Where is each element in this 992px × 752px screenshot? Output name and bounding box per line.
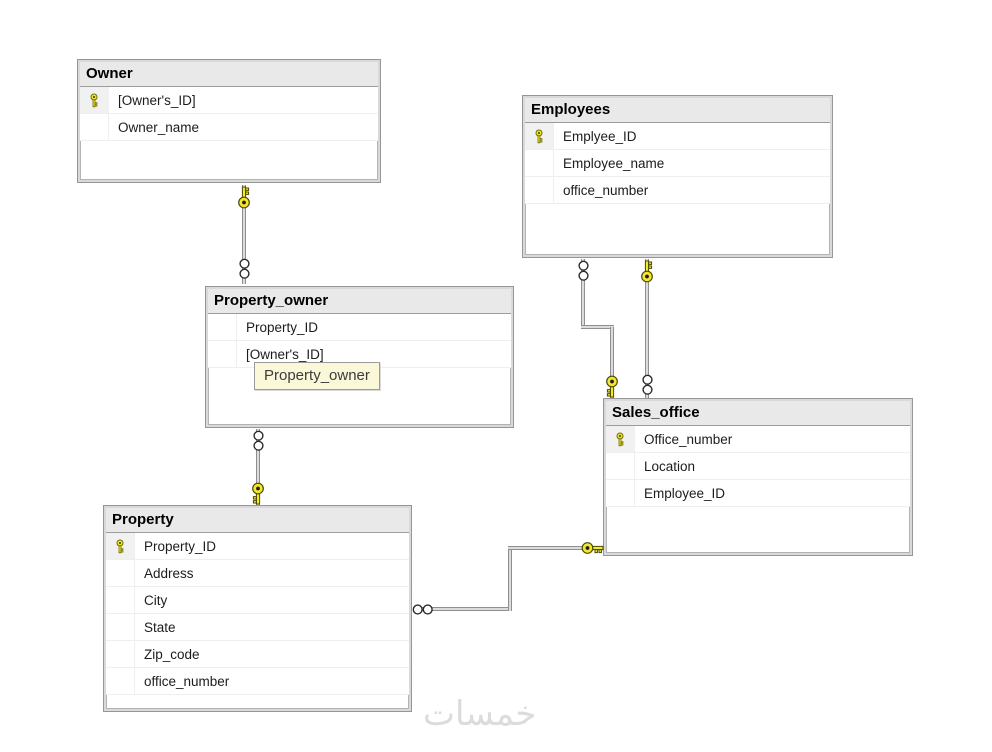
column-name[interactable]: Owner_name [118,119,200,135]
table-row[interactable]: Address [106,560,409,587]
primary-key-icon [90,93,98,107]
icon-cell [606,453,635,479]
table-row[interactable]: Emplyee_ID [525,123,830,150]
watermark-text: خمسات [423,694,537,734]
icon-cell [106,614,135,640]
one-side-key-icon [252,482,264,505]
column-name[interactable]: [Owner's_ID] [246,346,324,362]
column-name[interactable]: Employee_ID [644,485,726,501]
column-name[interactable]: City [144,592,168,608]
table-title[interactable]: Property_owner [208,289,511,314]
column-name[interactable]: Property_ID [246,319,319,335]
table-row[interactable]: Zip_code [106,641,409,668]
table-title[interactable]: Owner [80,62,378,87]
icon-cell [525,177,554,203]
table-row[interactable]: Owner_name [80,114,378,141]
icon-cell [606,480,635,506]
icon-cell [106,641,135,667]
table-row[interactable]: Employee_ID [606,480,910,507]
many-side-infinity-icon [239,258,250,279]
table-row[interactable]: Property_ID [208,314,511,341]
icon-cell [106,587,135,613]
table-employees[interactable]: Employees Emplyee_ID Employee_name offic… [523,96,832,257]
table-row[interactable]: office_number [525,177,830,204]
column-name[interactable]: Location [644,458,696,474]
icon-cell [525,150,554,176]
relationship-line-segment[interactable] [413,607,512,611]
column-name[interactable]: office_number [144,673,230,689]
primary-key-icon [535,129,543,143]
table-owner[interactable]: Owner [Owner's_ID] Owner_name [78,60,380,182]
column-name[interactable]: Address [144,565,194,581]
column-name[interactable]: Office_number [644,431,733,447]
table-property-owner[interactable]: Property_owner Property_ID [Owner's_ID] [206,287,513,427]
table-title[interactable]: Property [106,508,409,533]
icon-cell [208,314,237,340]
table-row[interactable]: City [106,587,409,614]
column-name[interactable]: office_number [563,182,649,198]
relationship-line-segment[interactable] [256,429,260,505]
table-row[interactable]: office_number [106,668,409,695]
pk-cell [80,87,109,113]
one-side-key-icon [581,542,604,554]
table-row[interactable]: [Owner's_ID] [80,87,378,114]
pk-cell [106,533,135,559]
relationship-line-segment[interactable] [581,259,585,327]
relationship-line-segment[interactable] [508,547,512,611]
column-name[interactable]: State [144,619,176,635]
table-row[interactable]: Property_ID [106,533,409,560]
column-name[interactable]: Zip_code [144,646,200,662]
relationship-line-segment[interactable] [581,325,614,329]
primary-key-icon [616,432,624,446]
tooltip-text: Property_owner [264,367,370,384]
many-side-infinity-icon [578,260,589,281]
column-name[interactable]: Emplyee_ID [563,128,637,144]
table-property[interactable]: Property Property_ID Address City [104,506,411,711]
table-title[interactable]: Sales_office [606,401,910,426]
table-row[interactable]: Office_number [606,426,910,453]
tooltip: Property_owner [254,362,380,390]
icon-cell [80,114,109,140]
icon-cell [208,341,237,367]
icon-cell [106,668,135,694]
table-row[interactable]: State [106,614,409,641]
pk-cell [525,123,554,149]
column-name[interactable]: Property_ID [144,538,217,554]
table-row[interactable]: Location [606,453,910,480]
many-side-infinity-icon [412,604,433,615]
pk-cell [606,426,635,452]
many-side-infinity-icon [642,374,653,395]
one-side-key-icon [641,260,653,283]
column-name[interactable]: [Owner's_ID] [118,92,196,108]
table-sales-office[interactable]: Sales_office Office_number Location Empl… [604,399,912,555]
relationship-line-segment[interactable] [242,185,246,284]
relationship-line-segment[interactable] [645,259,649,398]
table-title[interactable]: Employees [525,98,830,123]
table-row[interactable]: Employee_name [525,150,830,177]
many-side-infinity-icon [253,430,264,451]
one-side-key-icon [238,186,250,209]
one-side-key-icon [606,375,618,398]
icon-cell [106,560,135,586]
column-name[interactable]: Employee_name [563,155,665,171]
relationship-line-segment[interactable] [508,546,605,550]
primary-key-icon [116,539,124,553]
relationship-line-segment[interactable] [610,327,614,398]
